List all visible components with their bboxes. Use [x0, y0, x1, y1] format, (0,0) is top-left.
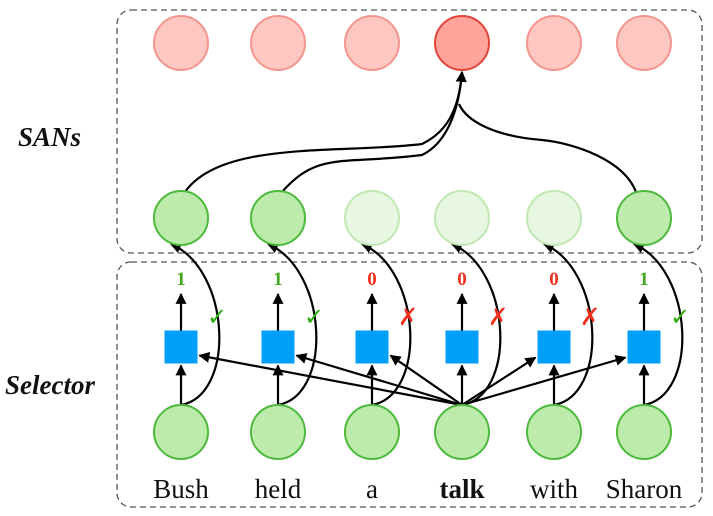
query-to-gate-arrow: [389, 354, 463, 406]
selector-gate: [355, 330, 389, 364]
selector-gate: [445, 330, 479, 364]
query-to-gate-arrow: [198, 351, 463, 407]
san-input-node-unselected: [344, 190, 400, 246]
labels-layer: 1 ✓ Bush 1 ✓ held 0 ✗ a 0 ✗ talk 0 ✗ with 1 ✓ Sharon: [153, 269, 690, 504]
token-embedding-node: [616, 404, 672, 460]
selector-section-box: [116, 261, 703, 508]
input-to-san-curve: [632, 242, 684, 407]
check-icon: ✓: [304, 303, 324, 331]
token-word: talk: [439, 474, 484, 504]
gate-value: 1: [176, 269, 186, 290]
sans-section-label: SANs: [18, 122, 81, 152]
gate-value: 1: [273, 269, 283, 290]
san-attention-edge: [184, 70, 467, 193]
token-word: Sharon: [606, 474, 683, 504]
input-to-san-curve: [169, 242, 221, 407]
san-output-node-focus: [434, 15, 490, 71]
san-output-node: [344, 15, 400, 71]
edges-layer: [169, 70, 684, 407]
token-word: with: [530, 474, 579, 504]
san-input-node-selected: [153, 190, 209, 246]
input-to-san-curve: [266, 242, 318, 407]
query-to-gate-arrow: [461, 356, 537, 406]
gate-value: 0: [457, 269, 467, 290]
check-icon: ✓: [207, 303, 227, 331]
gate-value: 0: [367, 269, 377, 290]
check-icon: ✓: [670, 303, 690, 331]
query-to-gate-arrow: [295, 353, 463, 407]
token-embedding-node: [344, 404, 400, 460]
san-output-node: [153, 15, 209, 71]
san-input-node-selected: [250, 190, 306, 246]
token-embedding-node: [526, 404, 582, 460]
san-attention-edge: [281, 70, 467, 193]
token-embedding-node: [153, 404, 209, 460]
san-input-node-unselected: [526, 190, 582, 246]
selector-gate: [627, 330, 661, 364]
nodes-layer: [153, 15, 672, 460]
selector-gate: [164, 330, 198, 364]
cross-icon: ✗: [580, 303, 600, 331]
san-input-node-unselected: [434, 190, 490, 246]
gate-value: 1: [639, 269, 649, 290]
san-attention-edge: [457, 103, 638, 193]
gate-value: 0: [549, 269, 559, 290]
token-word: Bush: [153, 474, 209, 504]
san-input-node-selected: [616, 190, 672, 246]
san-output-node: [250, 15, 306, 71]
query-to-gate-arrow: [461, 354, 627, 407]
token-embedding-node: [434, 404, 490, 460]
input-to-san-curve: [360, 242, 412, 407]
cross-icon: ✗: [488, 303, 508, 331]
selector-section-label: Selector: [5, 370, 95, 400]
san-output-node: [616, 15, 672, 71]
token-embedding-node: [250, 404, 306, 460]
selector-gate: [261, 330, 295, 364]
input-to-san-curve: [450, 242, 502, 407]
input-to-san-curve: [542, 242, 594, 407]
token-word: held: [255, 474, 302, 504]
cross-icon: ✗: [398, 303, 418, 331]
sans-section-box: [116, 9, 703, 254]
san-output-node: [526, 15, 582, 71]
selector-gate: [537, 330, 571, 364]
token-word: a: [366, 474, 378, 504]
